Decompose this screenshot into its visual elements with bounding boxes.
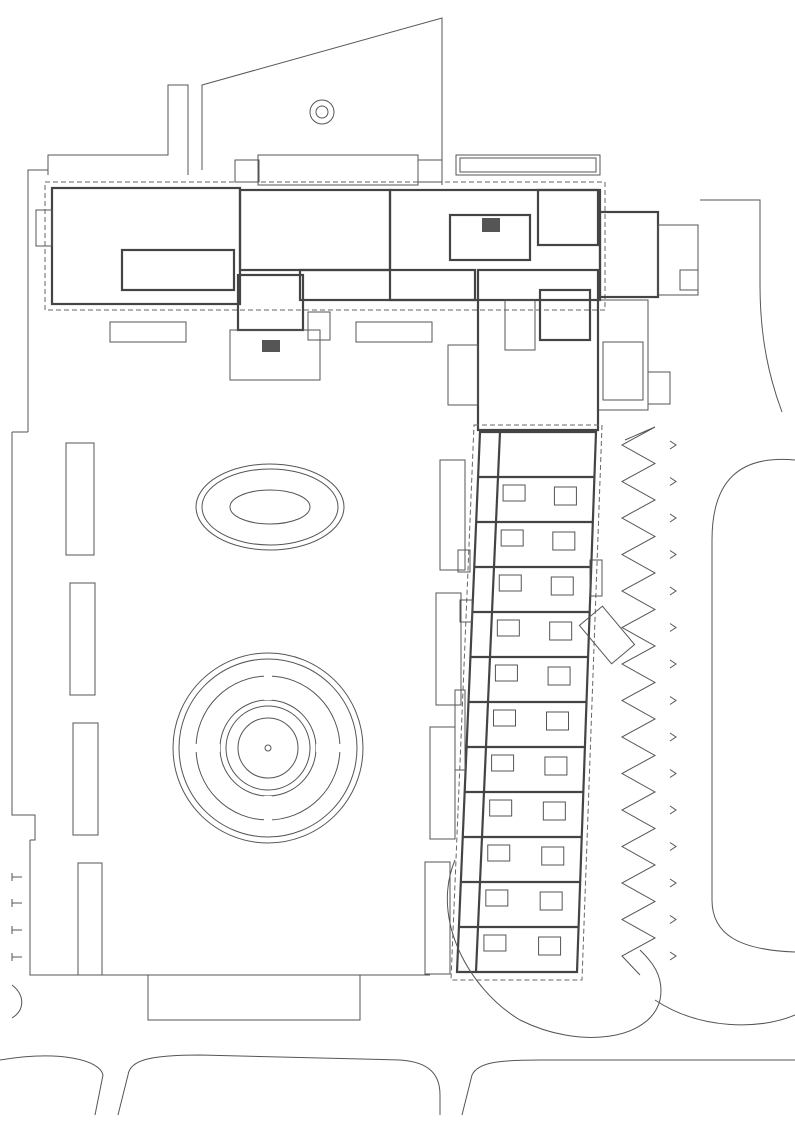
parking-arrow-icon — [669, 623, 677, 632]
parking-bay-zigzag — [620, 426, 657, 976]
bathroom-fixture — [496, 619, 520, 637]
bed — [553, 486, 577, 506]
bed — [538, 936, 562, 956]
parking-arrow-icon — [669, 878, 677, 888]
parking-arrow-icon — [669, 513, 677, 523]
bathroom-fixture — [487, 844, 511, 862]
bed — [544, 756, 568, 776]
bathroom-fixture — [489, 799, 513, 817]
parking-arrow-icon — [669, 477, 677, 486]
bed — [549, 621, 573, 641]
site-boundary — [11, 17, 601, 976]
bathroom-fixture — [500, 529, 524, 547]
parking-arrow-icon — [669, 842, 677, 851]
bathroom-fixture — [502, 484, 526, 502]
parking-arrow-icon — [669, 659, 677, 669]
bed — [539, 891, 563, 911]
monument-circle — [309, 99, 335, 125]
circular-fountain — [172, 652, 364, 844]
parking-arrow-icon — [669, 732, 677, 742]
parking-arrow-icon — [669, 696, 677, 705]
parking-arrow-icon — [669, 769, 677, 778]
bathroom-fixture — [493, 709, 516, 727]
bed — [552, 531, 576, 551]
parking-arrow-icon — [669, 805, 677, 815]
bathroom-fixture — [498, 574, 522, 592]
bed — [546, 711, 569, 731]
parking — [620, 426, 677, 976]
roads — [0, 199, 795, 1116]
parking-arrow-icon — [669, 550, 677, 559]
bathroom-fixture — [483, 934, 507, 952]
bathroom-fixture — [491, 754, 515, 772]
bed — [547, 666, 571, 686]
lawn-beds — [65, 442, 466, 1021]
parking-arrow-icon — [669, 586, 677, 596]
bed — [541, 846, 565, 866]
guest-room-wing — [450, 424, 636, 981]
oval-lawn — [195, 463, 345, 551]
parking-arrow-icon — [669, 915, 677, 924]
bathroom-fixture — [485, 889, 509, 907]
parking-arrow-icon — [669, 440, 677, 450]
bed — [550, 576, 574, 596]
main-building — [35, 154, 699, 432]
bed — [542, 801, 566, 821]
bathroom-fixture — [494, 664, 518, 682]
parking-arrow-icon — [669, 951, 677, 961]
